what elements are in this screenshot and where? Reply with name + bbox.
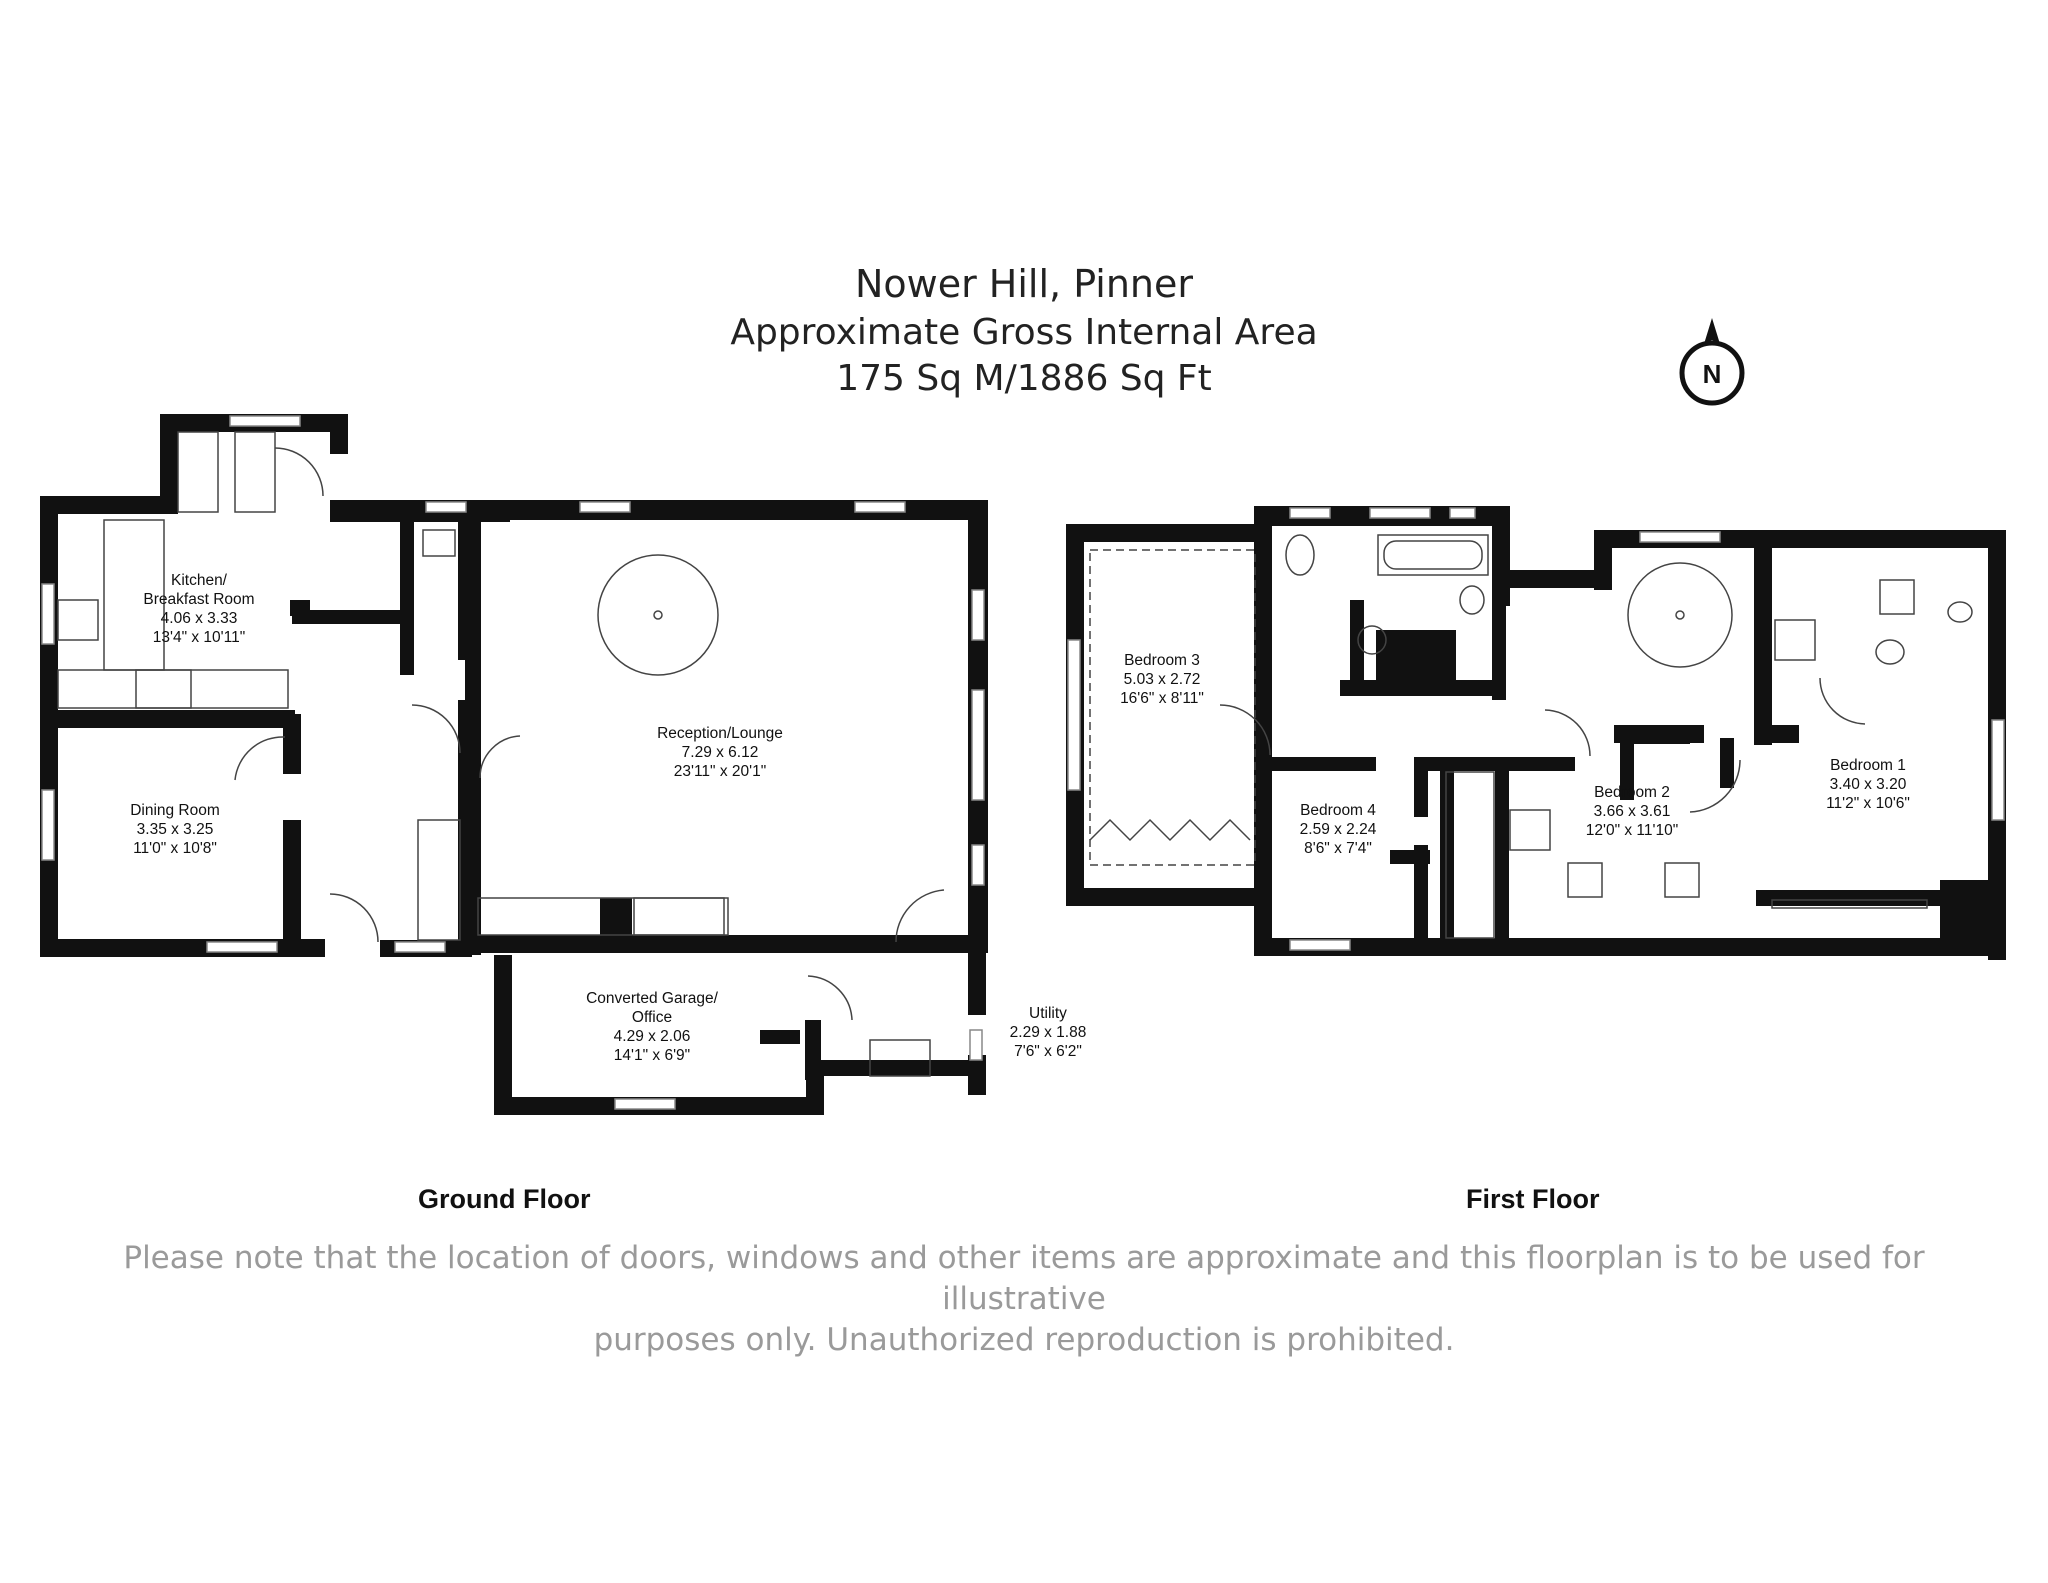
first-floor-walls <box>1066 506 2006 960</box>
ground-floor-windows <box>41 415 985 1110</box>
ground-floor-fittings <box>57 431 945 1077</box>
bedroom3-imperial: 16'6" x 8'11" <box>1120 690 1204 707</box>
bedroom3-name: Bedroom 3 <box>1124 652 1200 669</box>
bedroom1-imperial: 11'2" x 10'6" <box>1826 795 1910 812</box>
disclaimer-line-1: Please note that the location of doors, … <box>123 1240 1925 1317</box>
garage-name-1: Converted Garage/ <box>586 990 719 1007</box>
reception-metric: 7.29 x 6.12 <box>682 744 759 761</box>
kitchen-metric: 4.06 x 3.33 <box>161 610 238 627</box>
first-floor-label: First Floor <box>1466 1184 1600 1214</box>
kitchen-name-1: Kitchen/ <box>171 572 228 589</box>
disclaimer: Please note that the location of doors, … <box>100 1238 1948 1361</box>
north-arrow-icon: N <box>1679 318 1745 406</box>
bedroom2-imperial: 12'0" x 11'10" <box>1586 822 1678 839</box>
ground-floor-label: Ground Floor <box>418 1184 591 1214</box>
garage-metric: 4.29 x 2.06 <box>614 1028 691 1045</box>
bedroom2-metric: 3.66 x 3.61 <box>1594 803 1671 820</box>
plan-subtitle: Approximate Gross Internal Area <box>730 312 1318 353</box>
bedroom3-metric: 5.03 x 2.72 <box>1124 671 1201 688</box>
plan-area: 175 Sq M/1886 Sq Ft <box>836 358 1212 399</box>
dining-name: Dining Room <box>130 802 220 819</box>
plan-title: Nower Hill, Pinner <box>854 262 1194 306</box>
bedroom2-name: Bedroom 2 <box>1594 784 1670 801</box>
bedroom1-name: Bedroom 1 <box>1830 757 1906 774</box>
bedroom1-metric: 3.40 x 3.20 <box>1830 776 1907 793</box>
disclaimer-line-2: purposes only. Unauthorized reproduction… <box>593 1322 1455 1358</box>
garage-name-2: Office <box>632 1009 672 1026</box>
kitchen-imperial: 13'4" x 10'11" <box>153 629 245 646</box>
reception-imperial: 23'11" x 20'1" <box>674 763 766 780</box>
compass-letter: N <box>1703 359 1722 389</box>
utility-metric: 2.29 x 1.88 <box>1010 1024 1087 1041</box>
utility-imperial: 7'6" x 6'2" <box>1014 1043 1082 1060</box>
ground-floor-walls <box>40 414 988 1115</box>
bedroom4-name: Bedroom 4 <box>1300 802 1376 819</box>
dining-metric: 3.35 x 3.25 <box>137 821 214 838</box>
first-floor-windows <box>1067 507 2005 951</box>
reception-name: Reception/Lounge <box>657 725 783 742</box>
dining-imperial: 11'0" x 10'8" <box>133 840 217 857</box>
kitchen-name-2: Breakfast Room <box>143 591 254 608</box>
bedroom4-metric: 2.59 x 2.24 <box>1300 821 1377 838</box>
first-floor-fittings <box>1089 534 1973 939</box>
garage-imperial: 14'1" x 6'9" <box>614 1047 690 1064</box>
bedroom4-imperial: 8'6" x 7'4" <box>1304 840 1372 857</box>
utility-name: Utility <box>1029 1005 1067 1022</box>
